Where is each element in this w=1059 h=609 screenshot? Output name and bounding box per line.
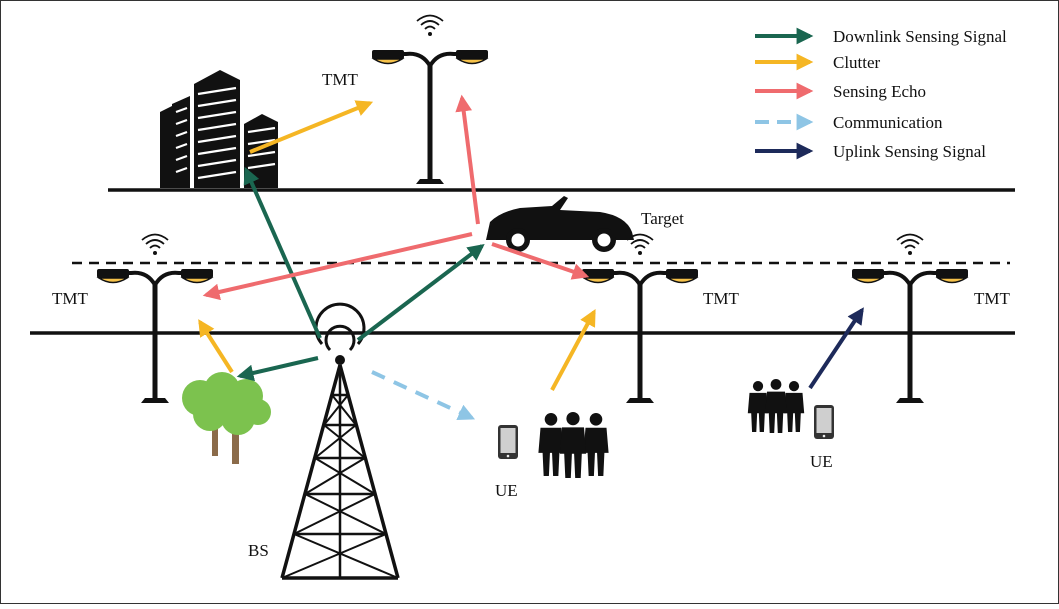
tree-icon	[182, 372, 271, 464]
clutter-arrow-building	[249, 100, 374, 154]
street-lamp-left	[95, 232, 215, 405]
ue-label-mid: UE	[495, 481, 518, 500]
legend-uplink-label: Uplink Sensing Signal	[833, 142, 986, 161]
tmt-label-top: TMT	[322, 70, 359, 89]
tmt-label-mid: TMT	[703, 289, 740, 308]
people-group-right-icon	[747, 379, 805, 433]
legend-clutter-label: Clutter	[833, 53, 881, 72]
street-lamp-mid	[580, 232, 700, 405]
base-station-tower-icon	[280, 302, 400, 580]
echo-arrow-left-tmt	[202, 232, 473, 301]
legend: Downlink Sensing Signal Clutter Sensing …	[755, 27, 1007, 161]
tmt-label-right: TMT	[974, 289, 1011, 308]
downlink-arrow-tree	[236, 356, 319, 382]
target-label: Target	[641, 209, 684, 228]
legend-echo-label: Sensing Echo	[833, 82, 926, 101]
legend-communication-label: Communication	[833, 113, 943, 132]
downlink-arrow-building	[243, 166, 322, 339]
people-group-mid-icon	[538, 412, 609, 478]
clutter-arrow-people	[550, 309, 596, 391]
communication-arrow	[371, 370, 476, 421]
ue-phone-right-icon	[814, 405, 834, 439]
clutter-arrow-tree	[198, 319, 234, 374]
echo-arrow-top-tmt	[455, 94, 480, 225]
ue-label-right: UE	[810, 452, 833, 471]
echo-arrow-mid-tmt	[491, 242, 590, 280]
uplink-arrow	[808, 307, 864, 390]
tmt-label-left: TMT	[52, 289, 89, 308]
building-icon	[160, 70, 278, 188]
downlink-arrow-target	[356, 243, 485, 342]
street-lamp-right	[850, 232, 970, 405]
legend-downlink-label: Downlink Sensing Signal	[833, 27, 1007, 46]
car-icon	[486, 196, 634, 252]
ue-phone-mid-icon	[498, 425, 518, 459]
bs-label: BS	[248, 541, 269, 560]
